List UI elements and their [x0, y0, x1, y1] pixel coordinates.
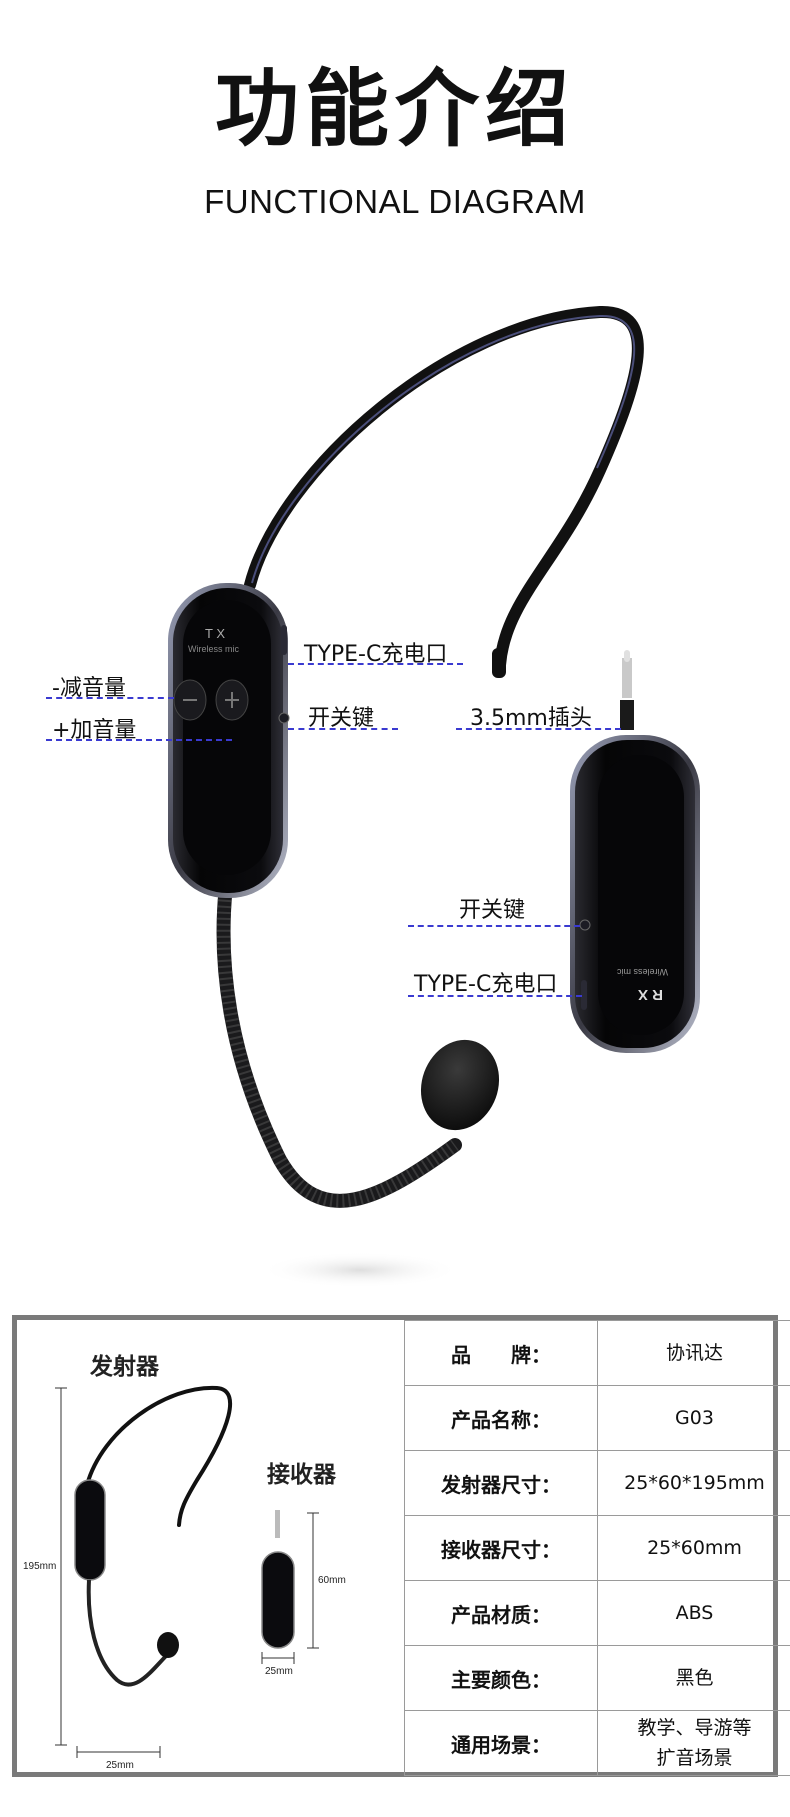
vol-down-label: -减音量: [52, 676, 126, 701]
spec-key: 接收器尺寸：: [404, 1515, 598, 1581]
headband-tip: [492, 648, 506, 678]
page-title: 功能介绍: [214, 60, 575, 158]
rx-switch-label: 开关键: [459, 898, 526, 923]
spec-row: 发射器尺寸：25*60*195mm: [404, 1450, 790, 1516]
tx-height-dim: 195mm: [23, 1561, 57, 1572]
spec-row: 主要颜色：黑色: [404, 1645, 790, 1711]
transmitter-body: [168, 583, 290, 898]
rx-screen-sub: Wireless mic: [617, 967, 668, 977]
tx-switch-label: 开关键: [308, 706, 375, 731]
rx-typec-label: TYPE-C充电口: [414, 972, 558, 997]
receiver-plug: [622, 658, 632, 698]
spec-key: 产品材质：: [404, 1580, 598, 1646]
receiver-body: [570, 650, 700, 1053]
spec-value: 25*60*195mm: [597, 1450, 790, 1516]
spec-key: 通用场景：: [404, 1710, 598, 1776]
spec-row: 产品材质：ABS: [404, 1580, 790, 1646]
spec-row: 产品名称：G03: [404, 1385, 790, 1451]
tx-typec-port: [281, 625, 287, 655]
spec-dimensions-panel: 发射器 接收器 195mm 25mm: [17, 1320, 404, 1772]
spec-value: G03: [597, 1385, 790, 1451]
spec-value: 25*60mm: [597, 1515, 790, 1581]
spec-row: 品 牌：协讯达: [404, 1320, 790, 1386]
spec-row: 接收器尺寸：25*60mm: [404, 1515, 790, 1581]
spec-row: 通用场景：教学、导游等 扩音场景: [404, 1710, 790, 1776]
tx-width-dim: 25mm: [106, 1760, 134, 1771]
rx-switch-leader: [408, 925, 580, 927]
spec-panel: 发射器 接收器 195mm 25mm: [12, 1315, 790, 1777]
receiver-heading: 接收器: [267, 1462, 336, 1488]
spec-thumbnails: [55, 1385, 319, 1758]
tx-power-switch: [278, 712, 290, 724]
spec-value: 教学、导游等 扩音场景: [597, 1710, 790, 1776]
spec-key: 品 牌：: [404, 1320, 598, 1386]
tx-screen-text: T X: [205, 626, 225, 641]
tx-screen-sub: Wireless mic: [188, 644, 239, 654]
gooseneck: [216, 863, 462, 1208]
spec-value: 黑色: [597, 1645, 790, 1711]
tx-switch-leader: [288, 728, 398, 730]
rx-plug-label: 3.5mm插头: [470, 706, 592, 731]
product-illustration: T X Wireless mic R X Wireless mic: [168, 305, 700, 1288]
spec-key: 产品名称：: [404, 1385, 598, 1451]
spec-key: 发射器尺寸：: [404, 1450, 598, 1516]
spec-key: 主要颜色：: [404, 1645, 598, 1711]
rx-screen-text: R X: [638, 986, 663, 1003]
vol-down-leader: [46, 697, 174, 699]
mic-foam: [260, 1039, 500, 1288]
vol-up-leader: [46, 739, 232, 741]
rx-power-switch: [579, 919, 591, 931]
rx-width-dim: 25mm: [265, 1666, 293, 1677]
spec-value: 协讯达: [597, 1320, 790, 1386]
tx-typec-label: TYPE-C充电口: [304, 642, 448, 667]
rx-height-dim: 60mm: [318, 1575, 346, 1586]
spec-value: ABS: [597, 1580, 790, 1646]
transmitter-heading: 发射器: [90, 1354, 159, 1380]
headband: [244, 305, 644, 678]
vol-up-label: +加音量: [52, 718, 137, 743]
tx-typec-leader: [288, 663, 463, 665]
rx-typec-leader: [408, 995, 582, 997]
rx-typec-port: [581, 980, 587, 1010]
rx-plug-leader: [456, 728, 621, 730]
page-subtitle: FUNCTIONAL DIAGRAM: [204, 183, 586, 220]
